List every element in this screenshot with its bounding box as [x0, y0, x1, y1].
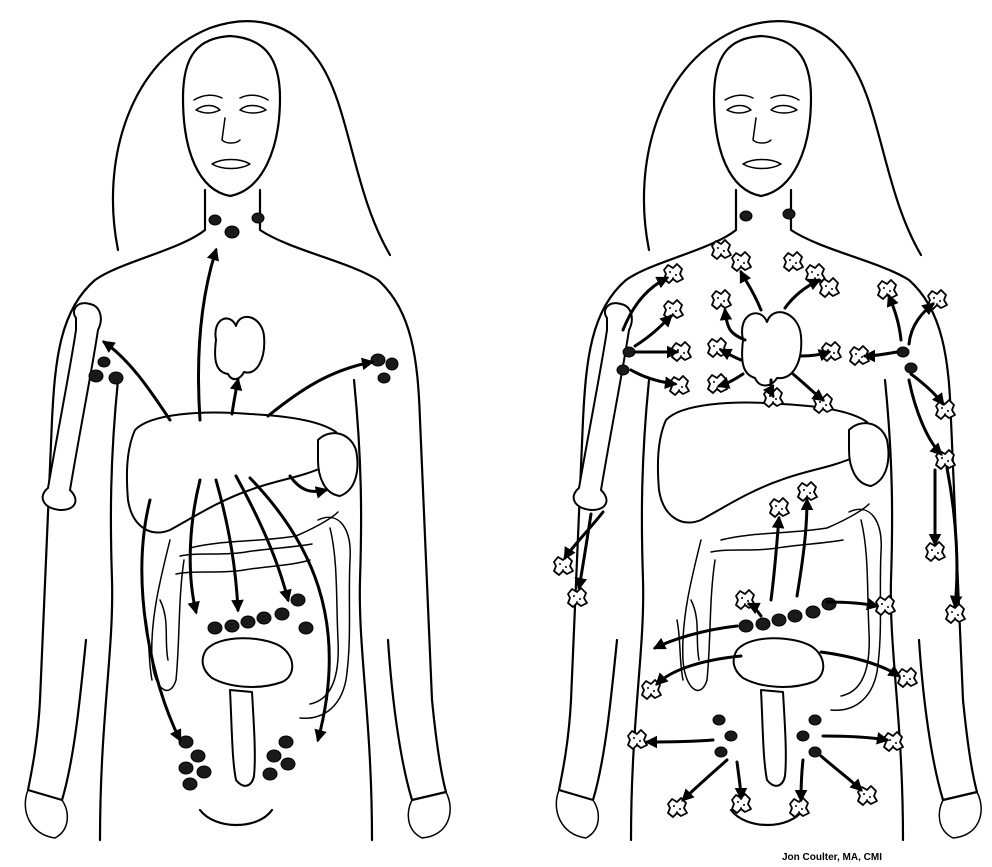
left-humerus-bone — [43, 303, 101, 510]
left-hair-outline — [113, 21, 390, 255]
right-spleen — [849, 423, 888, 486]
left-axilla-nodes-left — [89, 357, 123, 384]
right-neck-nodes — [740, 209, 795, 221]
left-crotch — [200, 810, 272, 825]
right-hair-outline — [644, 21, 921, 255]
left-nose — [222, 118, 240, 143]
right-face-outline — [714, 36, 811, 196]
right-figure — [554, 21, 981, 840]
left-brow-right — [240, 95, 268, 100]
left-eye-right — [240, 106, 266, 114]
right-humerus-bone — [574, 303, 632, 510]
left-rectum — [230, 690, 255, 786]
left-uterus — [203, 638, 293, 687]
right-eye-right — [771, 106, 797, 114]
left-eye-left — [196, 106, 220, 114]
right-nose — [753, 118, 771, 143]
right-eye-left — [727, 106, 751, 114]
left-hand-left — [25, 790, 67, 838]
illustrator-credit: Jon Coulter, MA, CMI — [782, 852, 882, 863]
left-spleen — [318, 433, 357, 496]
left-axilla-nodes-right — [371, 354, 398, 383]
left-pelvic-nodes-right — [263, 736, 295, 780]
right-brow-right — [771, 95, 799, 100]
left-pelvic-nodes-left — [179, 736, 211, 790]
right-hand-left — [556, 790, 598, 838]
right-rectum — [761, 690, 786, 786]
right-uterus — [734, 638, 824, 687]
left-mouth — [212, 160, 250, 169]
left-liver — [127, 413, 340, 533]
left-face-outline — [183, 36, 280, 196]
left-brow-left — [194, 95, 222, 100]
left-thyroid — [215, 317, 264, 379]
left-body-side-left — [100, 380, 118, 840]
right-body-side-left — [631, 380, 649, 840]
right-brow-left — [725, 95, 753, 100]
right-mouth — [743, 160, 781, 169]
right-liver — [658, 403, 871, 523]
left-neck-nodes — [209, 213, 264, 238]
left-abdominal-nodes — [208, 594, 313, 634]
left-figure — [25, 21, 450, 840]
